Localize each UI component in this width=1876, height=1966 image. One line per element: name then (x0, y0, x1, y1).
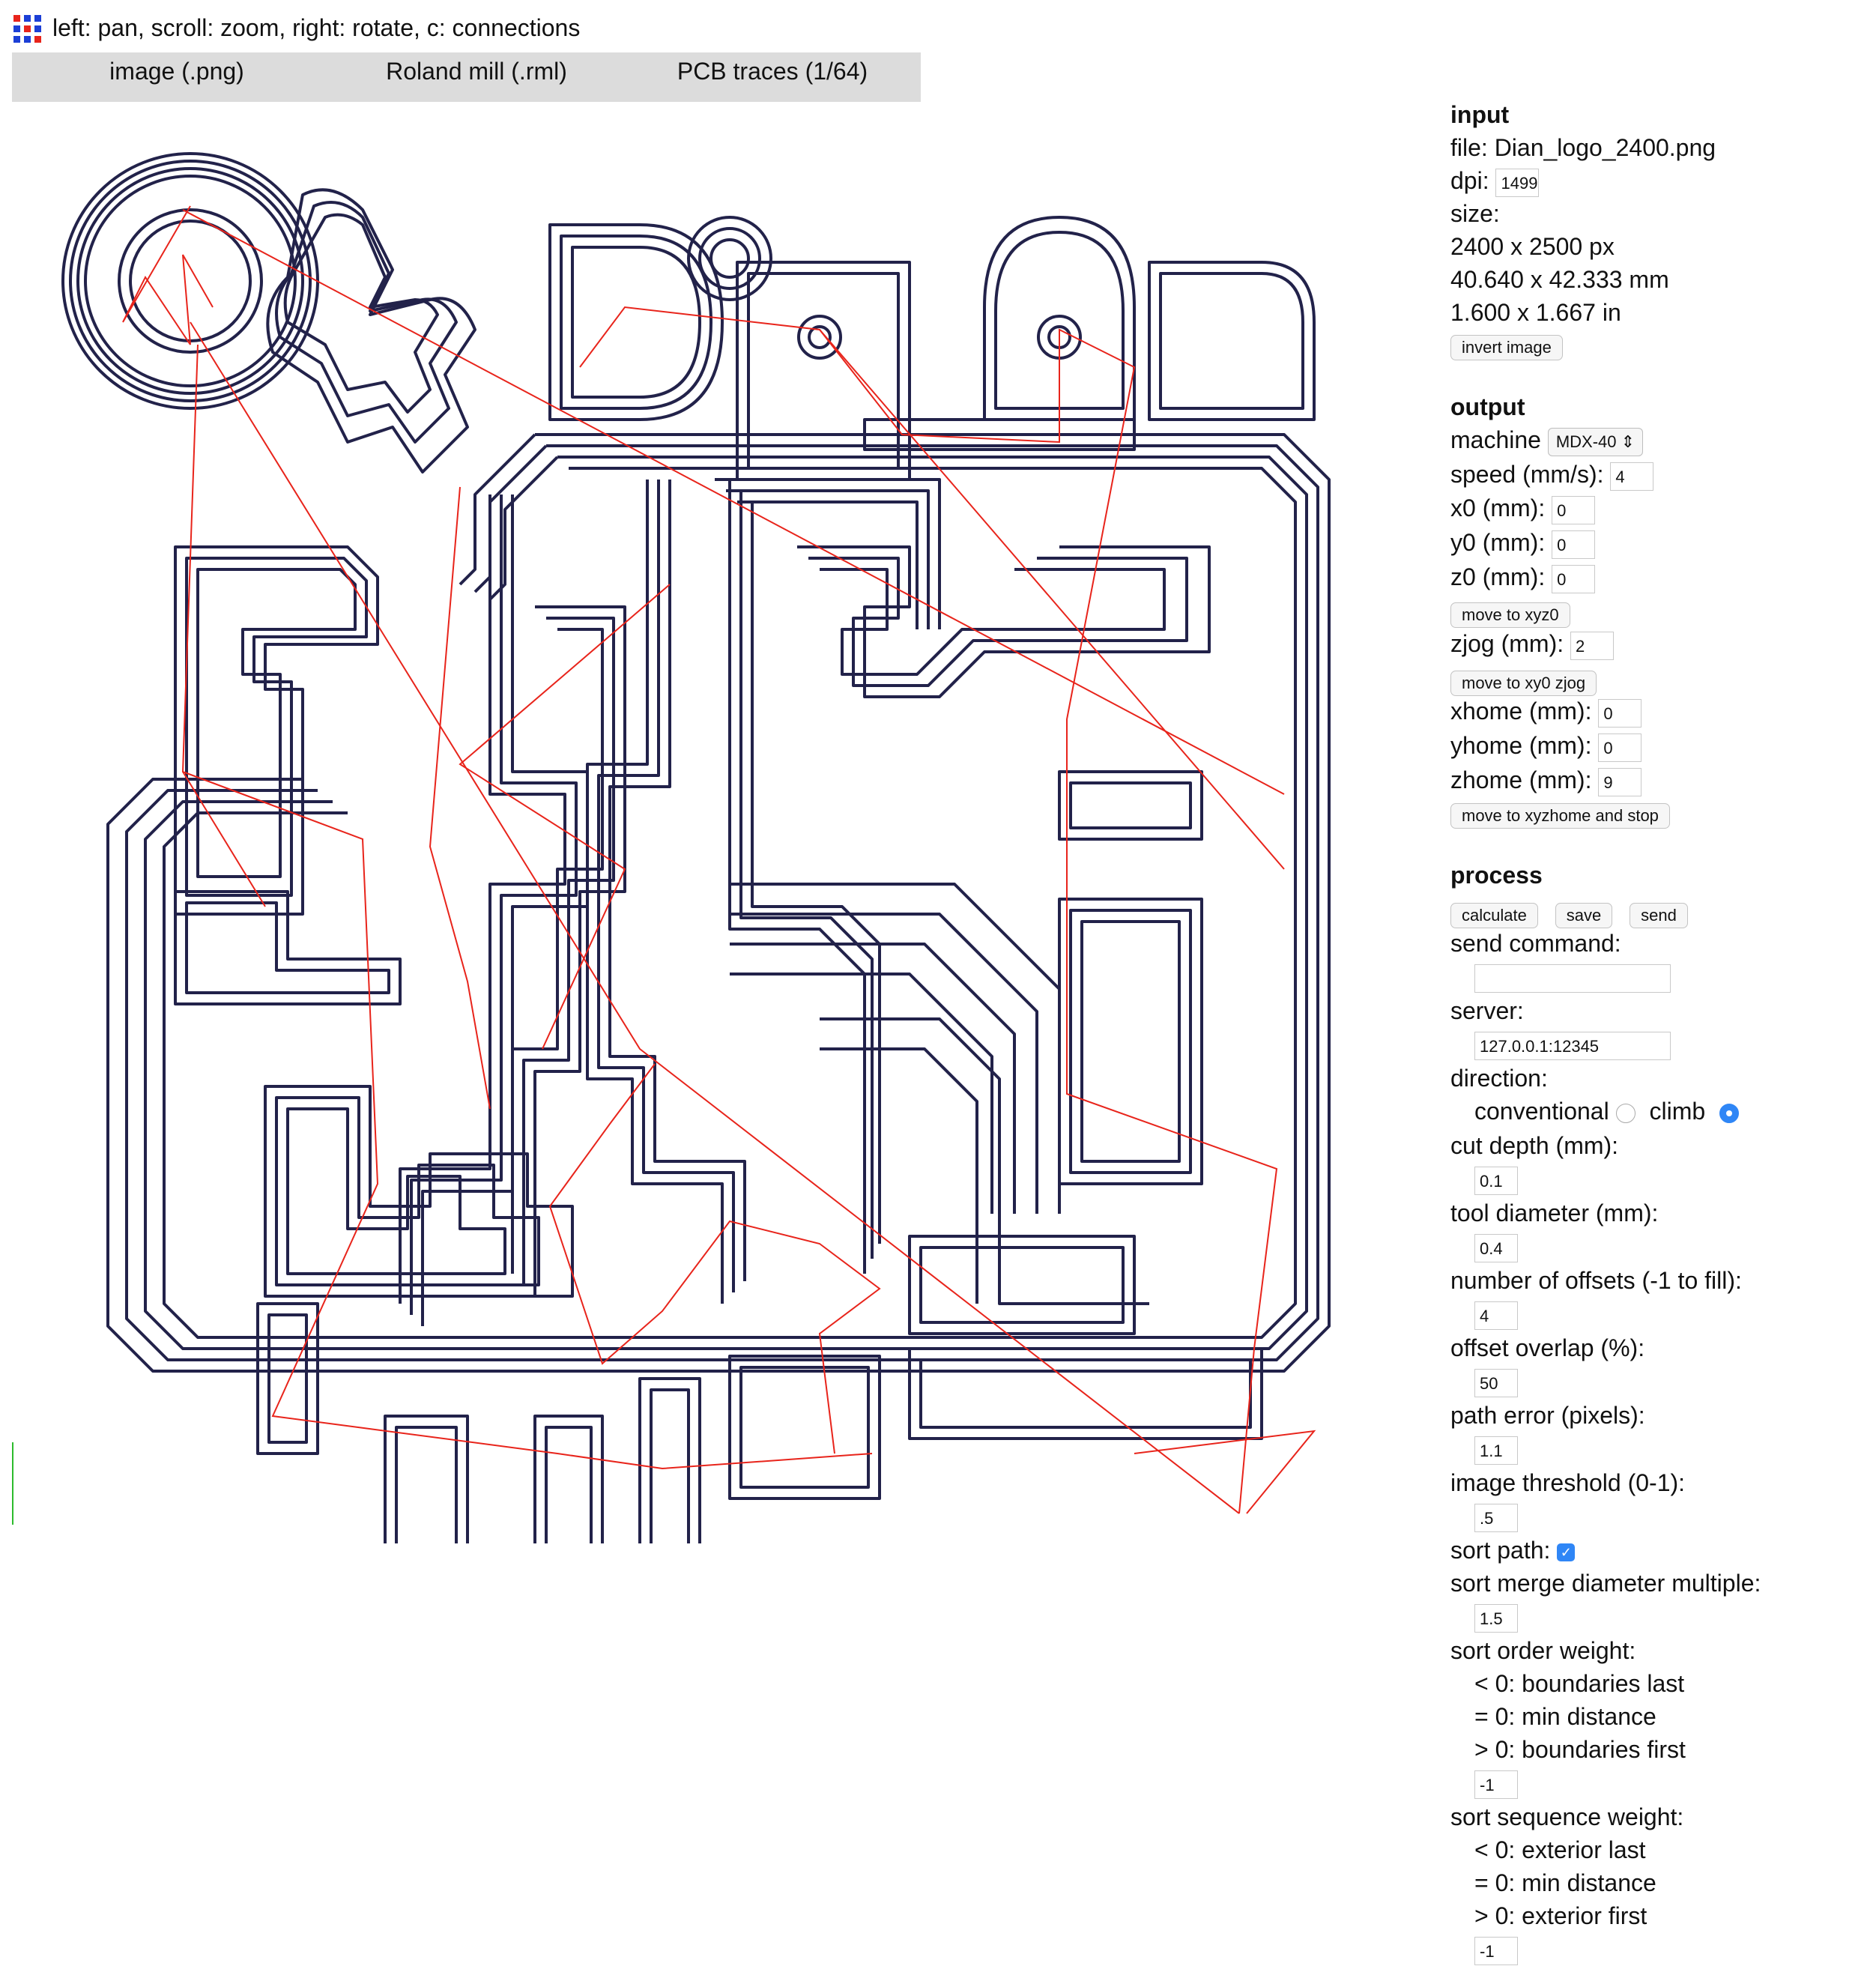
machine-label: machine (1450, 426, 1541, 453)
cut-depth-label: cut depth (mm): (1450, 1132, 1619, 1159)
board-outline-traces (106, 433, 1331, 1373)
tab-image-png[interactable]: image (.png) (109, 58, 244, 85)
size-in: 1.600 x 1.667 in (1450, 299, 1621, 326)
image-threshold-label: image threshold (0-1): (1450, 1469, 1686, 1496)
zjog-label: zjog (mm): (1450, 630, 1564, 657)
travel-move-lines (122, 205, 1316, 1514)
size-mm: 40.640 x 42.333 mm (1450, 266, 1669, 293)
path-error-label: path error (pixels): (1450, 1402, 1645, 1429)
zhome-input[interactable]: 9 (1598, 767, 1642, 796)
output-heading: output (1450, 393, 1525, 420)
size-px: 2400 x 2500 px (1450, 233, 1615, 260)
axis-marker (12, 1442, 13, 1525)
toolpath-view[interactable] (10, 120, 1382, 1575)
zhome-label: zhome (mm): (1450, 766, 1592, 793)
conventional-radio[interactable] (1615, 1103, 1636, 1123)
xhome-input[interactable]: 0 (1598, 698, 1642, 728)
file-name: file: Dian_logo_2400.png (1450, 134, 1716, 161)
toolpath-svg[interactable] (10, 120, 1382, 1575)
direction-label: direction: (1450, 1065, 1548, 1092)
sort-sequence-lt: < 0: exterior last (1474, 1836, 1646, 1863)
server-input[interactable]: 127.0.0.1:12345 (1474, 1031, 1671, 1060)
server-label: server: (1450, 997, 1524, 1024)
dian-text-traces (548, 216, 1316, 481)
tool-diameter-input[interactable]: 0.4 (1474, 1233, 1518, 1262)
climb-label: climb (1649, 1098, 1706, 1125)
sort-order-label: sort order weight: (1450, 1637, 1636, 1664)
x0-label: x0 (mm): (1450, 494, 1546, 521)
sort-order-gt: > 0: boundaries first (1474, 1736, 1686, 1763)
calculate-button[interactable]: calculate (1450, 902, 1538, 928)
speed-input[interactable]: 4 (1610, 462, 1654, 491)
x0-input[interactable]: 0 (1552, 495, 1596, 524)
center-trace-paths (399, 478, 941, 1326)
move-to-xyzhome-button[interactable]: move to xyzhome and stop (1450, 802, 1670, 829)
sort-sequence-eq: = 0: min distance (1474, 1869, 1656, 1896)
save-button[interactable]: save (1555, 902, 1613, 928)
sort-order-lt: < 0: boundaries last (1474, 1670, 1685, 1697)
offset-overlap-label: offset overlap (%): (1450, 1334, 1645, 1361)
size-label: size: (1450, 200, 1500, 227)
y0-input[interactable]: 0 (1552, 530, 1596, 559)
tab-roland-mill[interactable]: Roland mill (.rml) (386, 58, 567, 85)
machine-select[interactable]: MDX-40 ⇕ (1547, 427, 1644, 456)
cut-depth-input[interactable]: 0.1 (1474, 1166, 1518, 1195)
process-heading: process (1450, 862, 1543, 889)
mascot-traces (266, 188, 476, 474)
diagonal-bus-traces (730, 883, 1149, 1305)
controls-hint: left: pan, scroll: zoom, right: rotate, … (52, 14, 581, 41)
z0-label: z0 (mm): (1450, 563, 1546, 590)
logo-circle-traces (61, 152, 319, 410)
conventional-label: conventional (1474, 1098, 1609, 1125)
send-command-label: send command: (1450, 930, 1621, 957)
dpi-label: dpi: (1450, 167, 1489, 194)
machine-value: MDX-40 (1555, 432, 1617, 451)
bottom-pad-traces (384, 1377, 701, 1575)
climb-radio[interactable] (1719, 1103, 1740, 1123)
image-threshold-input[interactable]: .5 (1474, 1503, 1518, 1532)
send-button[interactable]: send (1630, 902, 1688, 928)
sort-sequence-label: sort sequence weight: (1450, 1803, 1684, 1830)
z0-input[interactable]: 0 (1552, 564, 1596, 593)
merge-diameter-label: sort merge diameter multiple: (1450, 1570, 1761, 1597)
sort-order-input[interactable]: -1 (1474, 1770, 1518, 1799)
sort-sequence-input[interactable]: -1 (1474, 1936, 1518, 1965)
yhome-label: yhome (mm): (1450, 732, 1592, 759)
offsets-label: number of offsets (-1 to fill): (1450, 1267, 1742, 1294)
sort-sequence-gt: > 0: exterior first (1474, 1902, 1647, 1929)
path-error-input[interactable]: 1.1 (1474, 1436, 1518, 1465)
input-heading: input (1450, 101, 1510, 128)
select-arrows-icon: ⇕ (1621, 432, 1636, 451)
sort-order-eq: = 0: min distance (1474, 1703, 1656, 1730)
move-to-xy0-zjog-button[interactable]: move to xy0 zjog (1450, 670, 1597, 696)
offsets-input[interactable]: 4 (1474, 1301, 1518, 1330)
invert-image-button[interactable]: invert image (1450, 334, 1563, 360)
sort-path-checkbox[interactable]: ✓ (1557, 1543, 1576, 1561)
yhome-input[interactable]: 0 (1598, 733, 1642, 762)
zjog-input[interactable]: 2 (1570, 631, 1614, 660)
merge-diameter-input[interactable]: 1.5 (1474, 1603, 1518, 1633)
tab-pcb-traces[interactable]: PCB traces (1/64) (677, 58, 868, 85)
sort-path-label: sort path: (1450, 1537, 1551, 1564)
app-logo-icon (12, 13, 43, 45)
y0-label: y0 (mm): (1450, 529, 1546, 556)
dpi-input[interactable]: 1499 (1495, 168, 1540, 197)
right-pad-traces (728, 545, 1263, 1500)
format-tab-bar: image (.png) Roland mill (.rml) PCB trac… (12, 52, 921, 102)
speed-label: speed (mm/s): (1450, 461, 1604, 488)
move-to-xyz0-button[interactable]: move to xyz0 (1450, 602, 1570, 628)
offset-overlap-input[interactable]: 50 (1474, 1368, 1518, 1397)
tool-diameter-label: tool diameter (mm): (1450, 1200, 1659, 1227)
send-command-input[interactable] (1474, 964, 1671, 993)
xhome-label: xhome (mm): (1450, 698, 1592, 725)
